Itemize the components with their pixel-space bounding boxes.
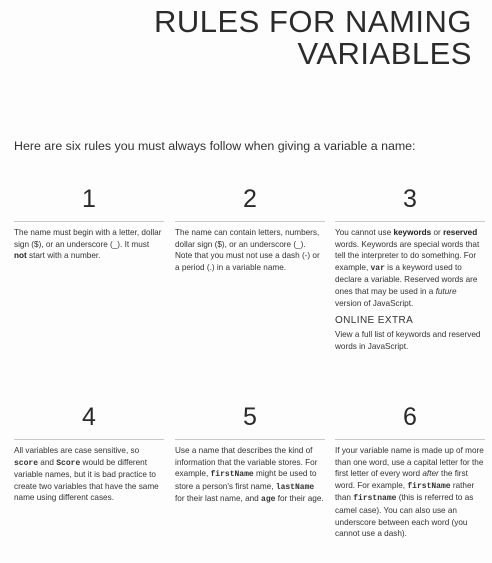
text-segment: for their last name, and — [175, 494, 262, 504]
rule-text: The name can contain letters, numbers, d… — [175, 227, 325, 273]
rule-text: You cannot use keywords or reserved word… — [335, 227, 485, 309]
text-segment: rather than — [335, 480, 475, 503]
text-segment: for their age. — [275, 494, 324, 504]
online-extra-heading: ONLINE EXTRA — [335, 315, 414, 327]
italic-text: future — [435, 286, 457, 296]
text-segment: might be used to store a person's first … — [175, 469, 317, 491]
text-segment: The name can contain letters, numbers, d… — [175, 228, 320, 272]
text-segment: version of JavaScript. — [335, 298, 414, 308]
code-text: firstName — [210, 470, 254, 480]
rule-number: 1 — [82, 185, 96, 213]
text-segment: All variables are case sensitive, so — [14, 446, 140, 455]
rule-6: 6 If your variable name is made up of mo… — [335, 401, 485, 540]
rule-text: Use a name that describes the kind of in… — [175, 445, 325, 506]
emphasis-text: not — [14, 251, 27, 261]
text-segment: The name must begin with a letter, dolla… — [14, 228, 162, 249]
rule-number: 2 — [243, 185, 257, 213]
rule-divider — [175, 221, 325, 222]
rule-number: 5 — [243, 403, 257, 431]
rule-1: 1 The name must begin with a letter, dol… — [14, 183, 164, 262]
emphasis-text: keywords — [393, 228, 432, 237]
text-segment: or — [431, 228, 444, 237]
code-text: lastName — [275, 482, 315, 492]
rule-divider — [175, 439, 325, 440]
title-line-1: RULES FOR NAMING — [153, 4, 472, 39]
italic-text: after — [422, 469, 439, 479]
text-segment: (this is referred to as camel case). You… — [335, 493, 474, 539]
code-text: firstName — [407, 481, 451, 491]
text-segment: the first word. For example, — [335, 469, 468, 490]
rule-divider — [335, 439, 485, 440]
online-extra-text: View a full list of keywords and reserve… — [335, 330, 481, 351]
code-text: score — [14, 458, 39, 468]
text-segment: You cannot use — [335, 228, 394, 237]
text-segment: words. Keywords are special words that t… — [335, 239, 480, 272]
rule-number: 3 — [403, 185, 417, 213]
rule-number: 6 — [403, 403, 417, 431]
title-line-2: VARIABLES — [297, 36, 472, 71]
code-text: var — [370, 263, 385, 273]
text-segment: If your variable name is made up of more… — [335, 446, 484, 479]
rule-text: The name must begin with a letter, dolla… — [14, 227, 164, 262]
text-segment: would be different variable names, but i… — [14, 457, 159, 503]
code-text: age — [261, 495, 276, 505]
intro-text: Here are six rules you must always follo… — [14, 139, 416, 153]
rule-4: 4 All variables are case sensitive, so s… — [14, 401, 164, 504]
code-text: firstname — [353, 494, 397, 504]
rule-3: 3 You cannot use keywords or reserved wo… — [335, 183, 485, 352]
page-title: RULES FOR NAMING VARIABLES — [154, 6, 472, 70]
emphasis-text: reserved — [443, 228, 478, 237]
rule-text: All variables are case sensitive, so sco… — [14, 445, 164, 504]
code-text: Score — [56, 458, 81, 468]
rule-5: 5 Use a name that describes the kind of … — [175, 401, 325, 506]
rule-number: 4 — [82, 403, 96, 431]
rule-divider — [14, 221, 164, 222]
text-segment: is a keyword used to declare a variable.… — [335, 262, 478, 296]
text-segment: start with a number. — [26, 251, 101, 261]
text-segment: and — [38, 457, 57, 467]
rule-divider — [335, 221, 485, 222]
rule-text: If your variable name is made up of more… — [335, 445, 485, 540]
rule-divider — [14, 439, 164, 440]
text-segment: Use a name that describes the kind of in… — [175, 446, 318, 479]
rule-2: 2 The name can contain letters, numbers,… — [175, 183, 325, 273]
